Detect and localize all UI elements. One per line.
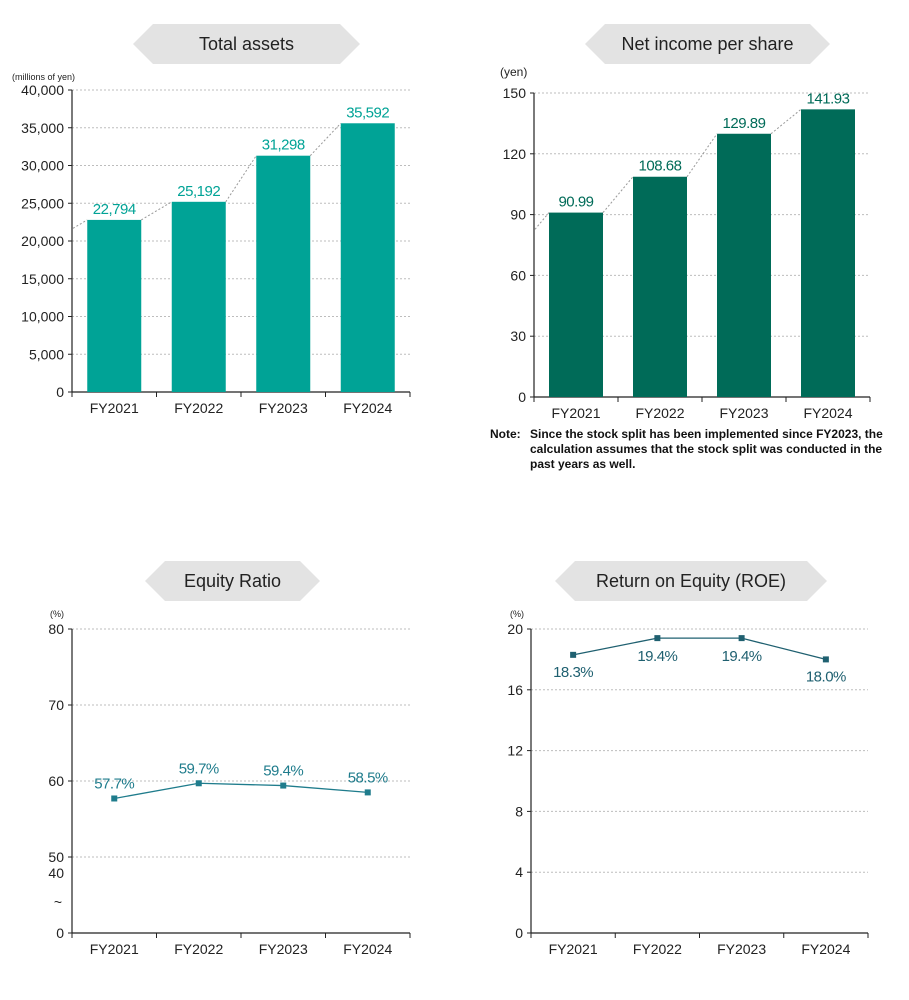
note-label: Note: (490, 427, 521, 441)
x-tick-label: FY2021 (90, 400, 139, 416)
x-tick-label: FY2023 (717, 941, 766, 957)
y-tick-label: 0 (518, 389, 526, 405)
roe-unit: (%) (510, 609, 524, 619)
trend-connector (140, 201, 173, 221)
bar (717, 133, 771, 397)
data-point (280, 782, 287, 789)
net-income-unit: (yen) (500, 65, 528, 79)
bar (256, 155, 311, 392)
y-tick-label: 30,000 (21, 158, 64, 174)
data-label: 90.99 (558, 194, 593, 211)
axis-break-mark: ~ (54, 894, 62, 910)
y-tick-label: 120 (503, 146, 527, 162)
data-point (195, 780, 202, 787)
x-tick-label: FY2023 (259, 400, 308, 416)
x-tick-label: FY2022 (635, 405, 684, 421)
y-tick-label: 40,000 (21, 82, 64, 98)
y-tick-label: 60 (510, 267, 526, 283)
y-tick-label: 4 (515, 864, 523, 880)
data-point (654, 635, 661, 642)
y-tick-label: 70 (48, 697, 64, 713)
x-tick-label: FY2023 (719, 405, 768, 421)
y-tick-label: 16 (507, 682, 523, 698)
bar (87, 219, 142, 392)
data-point (570, 651, 577, 658)
data-label: 19.4% (637, 648, 677, 665)
x-tick-label: FY2021 (90, 941, 139, 957)
x-tick-label: FY2024 (343, 400, 392, 416)
bar (801, 109, 855, 398)
data-point (822, 656, 829, 663)
y-tick-label: 60 (48, 773, 64, 789)
x-tick-label: FY2022 (633, 941, 682, 957)
y-tick-label: 0 (56, 384, 64, 400)
y-tick-label: 30 (510, 328, 526, 344)
data-label: 35,592 (346, 104, 389, 121)
data-label: 58.5% (348, 769, 388, 786)
series-line (572, 637, 827, 661)
equity-ratio-title: Equity Ratio (145, 561, 320, 601)
y-tick-label: 80 (48, 621, 64, 637)
data-label: 57.7% (94, 775, 134, 792)
trend-connector (72, 219, 88, 229)
roe-title: Return on Equity (ROE) (555, 561, 827, 601)
y-tick-label: 40 (48, 865, 64, 881)
bar (549, 212, 603, 397)
data-label: 108.68 (639, 158, 682, 175)
bar (171, 201, 226, 392)
y-tick-label: 25,000 (21, 195, 64, 211)
bar (340, 123, 395, 393)
x-tick-label: FY2021 (551, 405, 600, 421)
x-tick-label: FY2024 (343, 941, 392, 957)
y-tick-label: 0 (56, 925, 64, 941)
trend-connector (309, 122, 342, 157)
x-tick-label: FY2021 (549, 941, 598, 957)
trend-connector (686, 133, 718, 178)
y-tick-label: 10,000 (21, 309, 64, 325)
x-tick-label: FY2022 (174, 941, 223, 957)
total-assets-title: Total assets (133, 24, 360, 64)
y-tick-label: 12 (507, 743, 523, 759)
equity-ratio-unit: (%) (50, 609, 64, 619)
data-label: 31,298 (262, 137, 305, 154)
y-tick-label: 90 (510, 207, 526, 223)
x-tick-label: FY2023 (259, 941, 308, 957)
trend-connector (770, 108, 802, 135)
data-label: 18.3% (553, 664, 593, 681)
y-tick-label: 35,000 (21, 120, 64, 136)
series-line (114, 782, 368, 800)
bar (633, 176, 687, 397)
x-tick-label: FY2024 (801, 941, 850, 957)
data-label: 59.4% (263, 763, 303, 780)
y-tick-label: 0 (515, 925, 523, 941)
data-label: 22,794 (93, 201, 136, 218)
data-label: 19.4% (722, 648, 762, 665)
trend-connector (225, 155, 257, 203)
y-tick-label: 5,000 (29, 346, 64, 362)
net-income-title: Net income per share (585, 24, 830, 64)
note-text: Since the stock split has been implement… (530, 427, 883, 471)
total-assets-unit: (millions of yen) (12, 72, 76, 82)
y-tick-label: 8 (515, 803, 523, 819)
data-label: 25,192 (177, 183, 220, 200)
y-tick-label: 150 (503, 85, 527, 101)
data-label: 129.89 (723, 115, 766, 132)
data-point (111, 795, 118, 802)
x-tick-label: FY2022 (174, 400, 223, 416)
x-tick-label: FY2024 (803, 405, 852, 421)
y-tick-label: 15,000 (21, 271, 64, 287)
y-tick-label: 50 (48, 849, 64, 865)
data-point (738, 635, 745, 642)
y-tick-label: 20,000 (21, 233, 64, 249)
y-tick-label: 20 (507, 621, 523, 637)
data-label: 141.93 (807, 90, 850, 107)
data-label: 18.0% (806, 668, 846, 685)
data-label: 59.7% (179, 760, 219, 777)
data-point (364, 789, 371, 796)
